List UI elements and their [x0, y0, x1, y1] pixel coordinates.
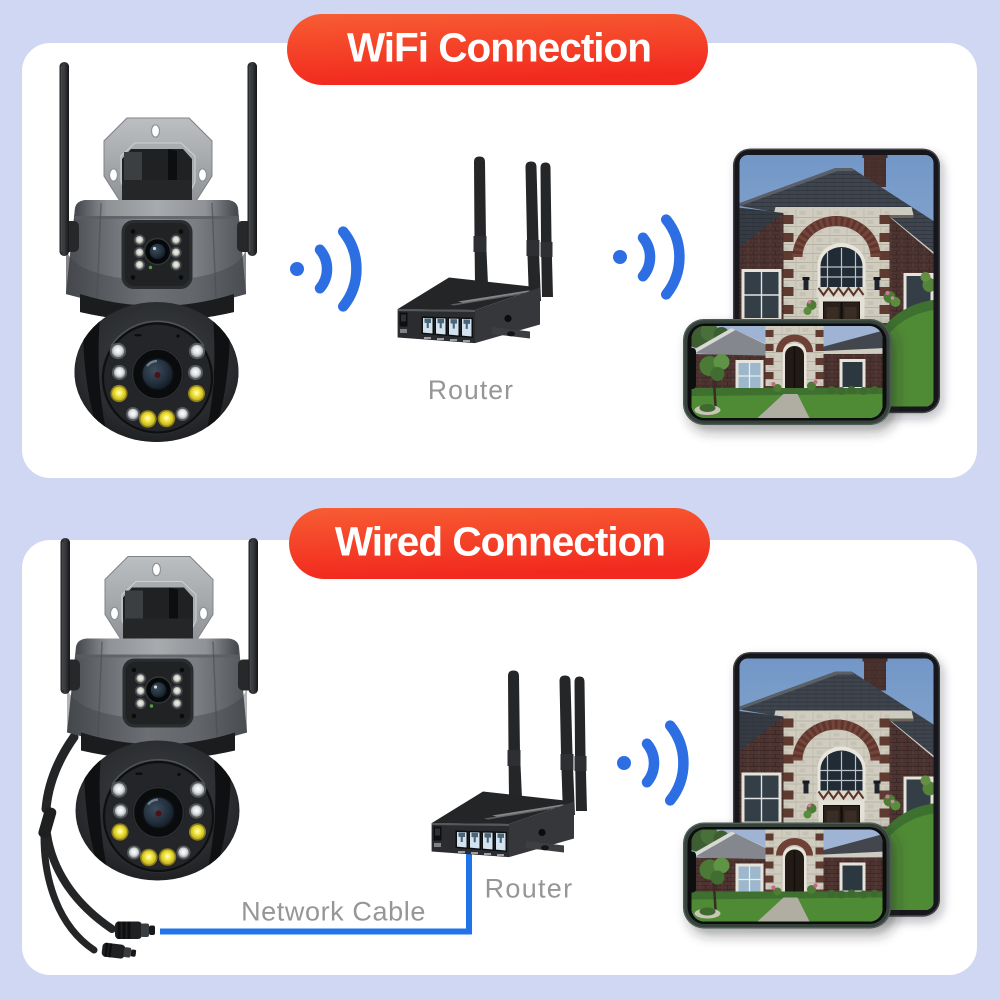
svg-text:Router: Router [485, 874, 574, 904]
svg-text:WiFi Connection: WiFi Connection [347, 25, 651, 71]
svg-text:Wired Connection: Wired Connection [335, 519, 665, 565]
svg-text:Network Cable: Network Cable [241, 897, 426, 927]
svg-text:Router: Router [428, 375, 514, 405]
